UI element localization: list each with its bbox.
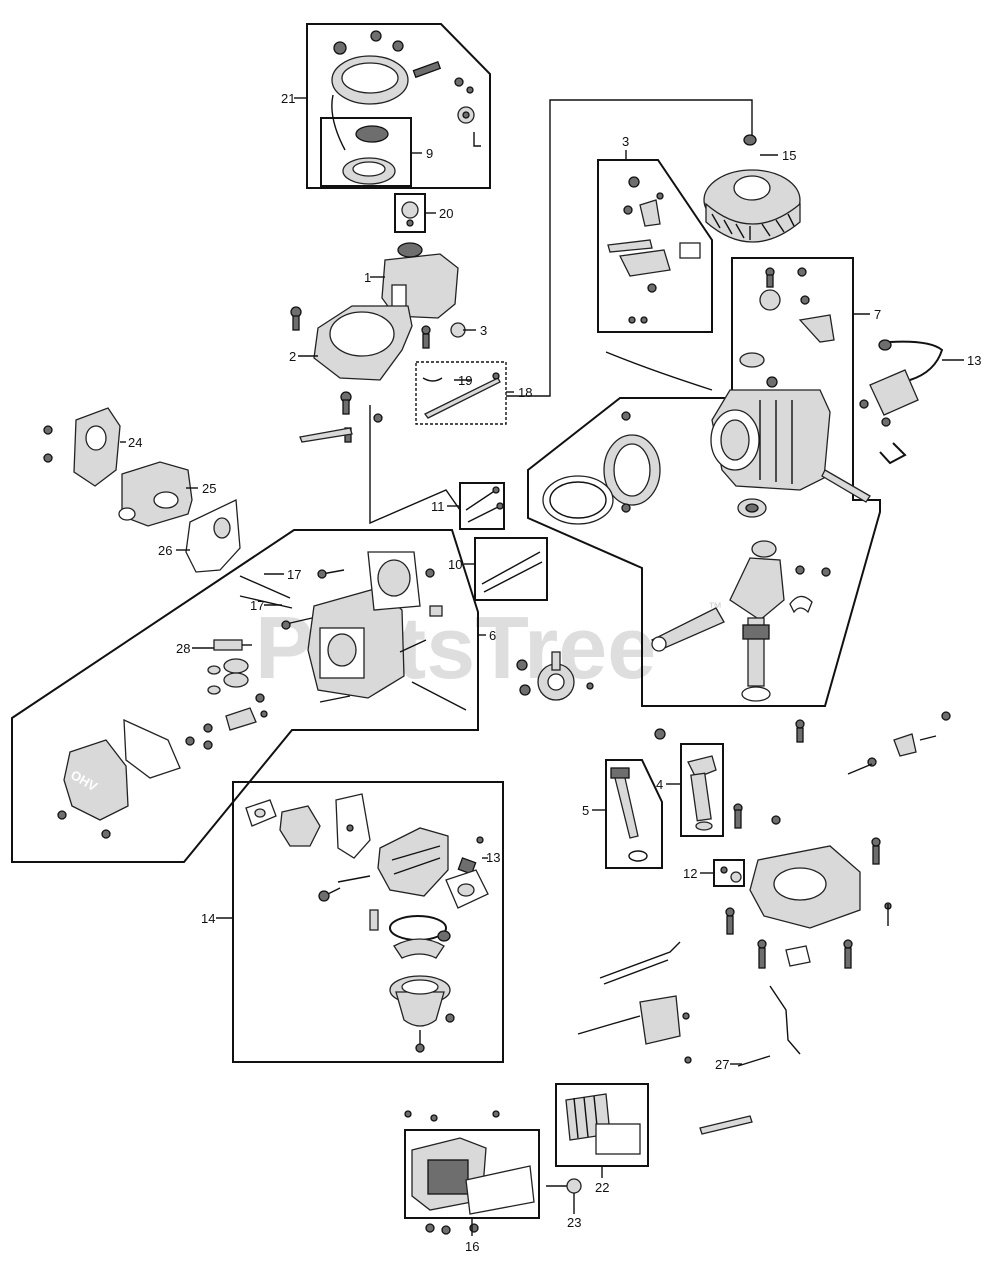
carburetor bbox=[245, 793, 489, 1053]
callout-1: 1 bbox=[364, 270, 371, 285]
muffler-group bbox=[43, 407, 241, 573]
group-6-box bbox=[11, 529, 479, 863]
group-18-box bbox=[415, 361, 507, 425]
callout-17-lower: 17 bbox=[250, 598, 264, 613]
callout-26: 26 bbox=[158, 543, 172, 558]
callout-3-shroud: 3 bbox=[480, 323, 487, 338]
callout-2: 2 bbox=[289, 349, 296, 364]
callout-19: 19 bbox=[458, 373, 472, 388]
callout-14: 14 bbox=[201, 911, 215, 926]
callout-13-coil: 13 bbox=[967, 353, 981, 368]
group-10-box bbox=[474, 537, 548, 601]
group-4-box bbox=[680, 743, 724, 837]
callout-11: 11 bbox=[431, 499, 445, 514]
crankcase-cover bbox=[654, 711, 951, 969]
group-7-box bbox=[527, 257, 881, 707]
callout-4: 4 bbox=[656, 777, 663, 792]
callout-27: 27 bbox=[715, 1057, 729, 1072]
callout-5: 5 bbox=[582, 803, 589, 818]
callout-6: 6 bbox=[489, 628, 496, 643]
callout-25: 25 bbox=[202, 481, 216, 496]
callout-24: 24 bbox=[128, 435, 142, 450]
blower-housing-group bbox=[290, 242, 466, 443]
callout-28: 28 bbox=[176, 641, 190, 656]
cylinder-head: OHV bbox=[57, 551, 467, 839]
ignition-coil bbox=[859, 339, 944, 465]
callout-16: 16 bbox=[465, 1239, 479, 1254]
group-5-box bbox=[605, 759, 663, 869]
callout-leaders bbox=[120, 97, 964, 1236]
callout-21: 21 bbox=[281, 91, 295, 106]
cam-gear bbox=[516, 651, 594, 701]
flywheel bbox=[703, 134, 801, 243]
group-14-box bbox=[232, 781, 504, 1063]
callout-10: 10 bbox=[448, 557, 462, 572]
callout-18: 18 bbox=[518, 385, 532, 400]
part-20-icon bbox=[401, 201, 419, 219]
callout-9: 9 bbox=[426, 146, 433, 161]
callout-13-carb: 13 bbox=[486, 850, 500, 865]
callout-22: 22 bbox=[595, 1180, 609, 1195]
governor-linkage bbox=[577, 941, 801, 1135]
group-3-box bbox=[597, 159, 713, 333]
callout-labels: 21 9 20 1 3 2 19 18 3 15 7 13 24 25 26 1… bbox=[128, 91, 981, 1254]
callout-23: 23 bbox=[567, 1215, 581, 1230]
callout-12: 12 bbox=[683, 866, 697, 881]
callout-17-upper: 17 bbox=[287, 567, 301, 582]
recoil-starter-group bbox=[306, 23, 491, 189]
callout-15: 15 bbox=[782, 148, 796, 163]
callout-20: 20 bbox=[439, 206, 453, 221]
callout-3-ignition: 3 bbox=[622, 134, 629, 149]
callout-7: 7 bbox=[874, 307, 881, 322]
